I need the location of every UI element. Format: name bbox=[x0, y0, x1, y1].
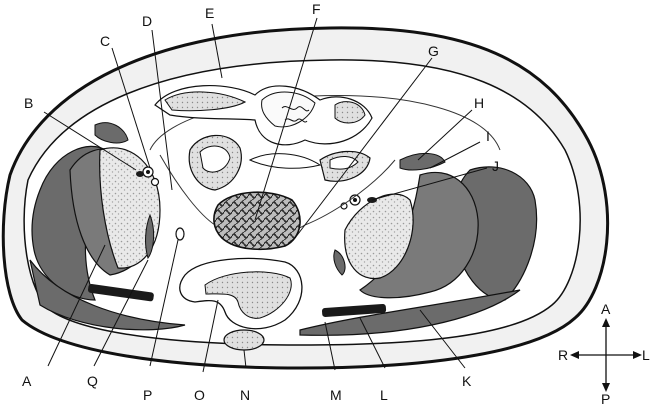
label-i: I bbox=[486, 128, 490, 144]
label-q: Q bbox=[87, 373, 98, 389]
label-k: K bbox=[462, 373, 472, 389]
orientation-compass: A P R L bbox=[558, 301, 650, 407]
label-a: A bbox=[22, 373, 32, 389]
compass-posterior: P bbox=[601, 391, 610, 407]
label-d: D bbox=[142, 13, 152, 29]
label-m: M bbox=[330, 387, 342, 403]
mesh-organ bbox=[213, 191, 301, 251]
leader-lines bbox=[43, 17, 488, 373]
label-l: L bbox=[380, 387, 388, 403]
right-bone bbox=[99, 147, 161, 269]
compass-left: L bbox=[642, 347, 650, 363]
label-o: O bbox=[194, 387, 205, 403]
label-h: H bbox=[474, 95, 484, 111]
label-g: G bbox=[428, 43, 439, 59]
label-j: J bbox=[492, 158, 499, 174]
compass-right: R bbox=[558, 347, 568, 363]
label-e: E bbox=[205, 5, 214, 21]
label-b: B bbox=[24, 95, 33, 111]
label-n: N bbox=[240, 387, 250, 403]
label-c: C bbox=[100, 33, 110, 49]
label-p: P bbox=[143, 387, 152, 403]
compass-anterior: A bbox=[601, 301, 611, 317]
label-f: F bbox=[312, 1, 321, 17]
organ-n bbox=[223, 329, 265, 351]
